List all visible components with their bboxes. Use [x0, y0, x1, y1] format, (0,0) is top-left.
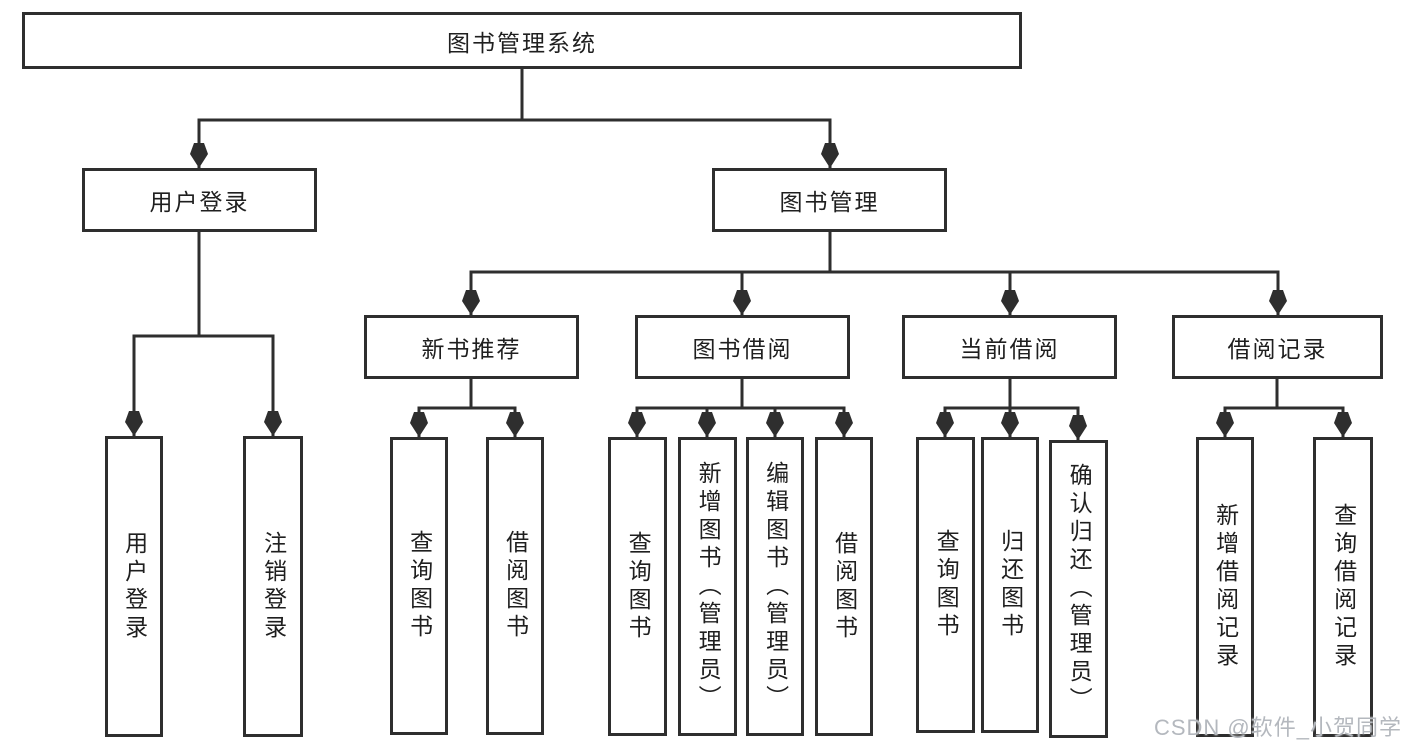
arrowhead-icon [766, 412, 784, 437]
csdn-watermark: CSDN @软件_小贺同学 [1153, 715, 1402, 740]
node-borrow-books: 借阅图书 [486, 437, 544, 735]
arrowhead-icon [1069, 415, 1087, 440]
arrowhead-icon [1216, 412, 1234, 437]
node-label: 当前借阅 [959, 336, 1060, 362]
node-user-login: 用户登录 [82, 168, 317, 232]
node-new-book-recommendation: 新书推荐 [364, 315, 579, 379]
node-label: 确认归还（管理员） [1066, 463, 1093, 715]
connector-borrow-records-branch [1223, 379, 1345, 437]
node-label: 查询图书 [933, 529, 960, 641]
arrowhead-icon [462, 290, 480, 315]
node-query-books: 查询图书 [608, 437, 667, 736]
node-return-books: 归还图书 [981, 437, 1039, 733]
connector-book-management-branch [469, 232, 1280, 315]
node-label: 查询图书 [406, 530, 433, 642]
arrowhead-icon [628, 412, 646, 437]
node-label: 借阅图书 [831, 530, 858, 643]
arrowhead-icon [1269, 290, 1287, 315]
node-user-login-action: 用户登录 [105, 436, 163, 737]
node-label: 新增图书（管理员） [695, 460, 722, 713]
node-confirm-return-admin: 确认归还（管理员） [1049, 440, 1108, 738]
node-label: 新增借阅记录 [1212, 503, 1239, 671]
node-label: 用户登录 [121, 530, 148, 643]
arrowhead-icon [821, 143, 839, 168]
connector-root-branch [197, 118, 832, 168]
node-current-borrowing: 当前借阅 [902, 315, 1117, 379]
node-add-borrow-record: 新增借阅记录 [1196, 437, 1254, 737]
arrowheads [125, 143, 1352, 440]
connector-new-book-branch [417, 379, 517, 437]
node-add-books-admin: 新增图书（管理员） [678, 437, 737, 736]
node-query-borrow-record: 查询借阅记录 [1313, 437, 1373, 737]
node-borrowing-records: 借阅记录 [1172, 315, 1383, 379]
connector-user-login-branch [132, 232, 275, 436]
arrowhead-icon [936, 412, 954, 437]
node-query-books: 查询图书 [916, 437, 975, 733]
arrowhead-icon [506, 412, 524, 437]
arrowhead-icon [190, 143, 208, 168]
arrowhead-icon [1001, 290, 1019, 315]
node-label: 新书推荐 [421, 336, 522, 362]
node-logout-action: 注销登录 [243, 436, 303, 737]
arrowhead-icon [698, 412, 716, 437]
arrowhead-icon [264, 411, 282, 436]
node-label: 用户登录 [149, 189, 250, 215]
node-library-management-system: 图书管理系统 [22, 12, 1022, 69]
node-query-books: 查询图书 [390, 437, 448, 735]
node-edit-books-admin: 编辑图书（管理员） [746, 437, 804, 736]
node-book-borrowing: 图书借阅 [635, 315, 850, 379]
arrowhead-icon [125, 411, 143, 436]
arrowhead-icon [1334, 412, 1352, 437]
arrowhead-icon [410, 412, 428, 437]
node-label: 查询图书 [625, 530, 652, 643]
arrowhead-icon [1001, 412, 1019, 437]
connector-book-borrowing-branch [635, 379, 846, 437]
node-label: 图书借阅 [692, 336, 793, 362]
node-label: 查询借阅记录 [1330, 503, 1357, 671]
node-label: 借阅记录 [1227, 336, 1328, 362]
node-borrow-books: 借阅图书 [815, 437, 873, 736]
node-label: 图书管理系统 [447, 29, 597, 56]
node-label: 借阅图书 [502, 530, 529, 642]
arrowhead-icon [733, 290, 751, 315]
node-book-management: 图书管理 [712, 168, 947, 232]
node-label: 图书管理 [779, 189, 880, 215]
node-label: 注销登录 [260, 530, 287, 643]
node-label: 编辑图书（管理员） [762, 460, 789, 713]
arrowhead-icon [835, 412, 853, 437]
node-label: 归还图书 [997, 529, 1024, 641]
